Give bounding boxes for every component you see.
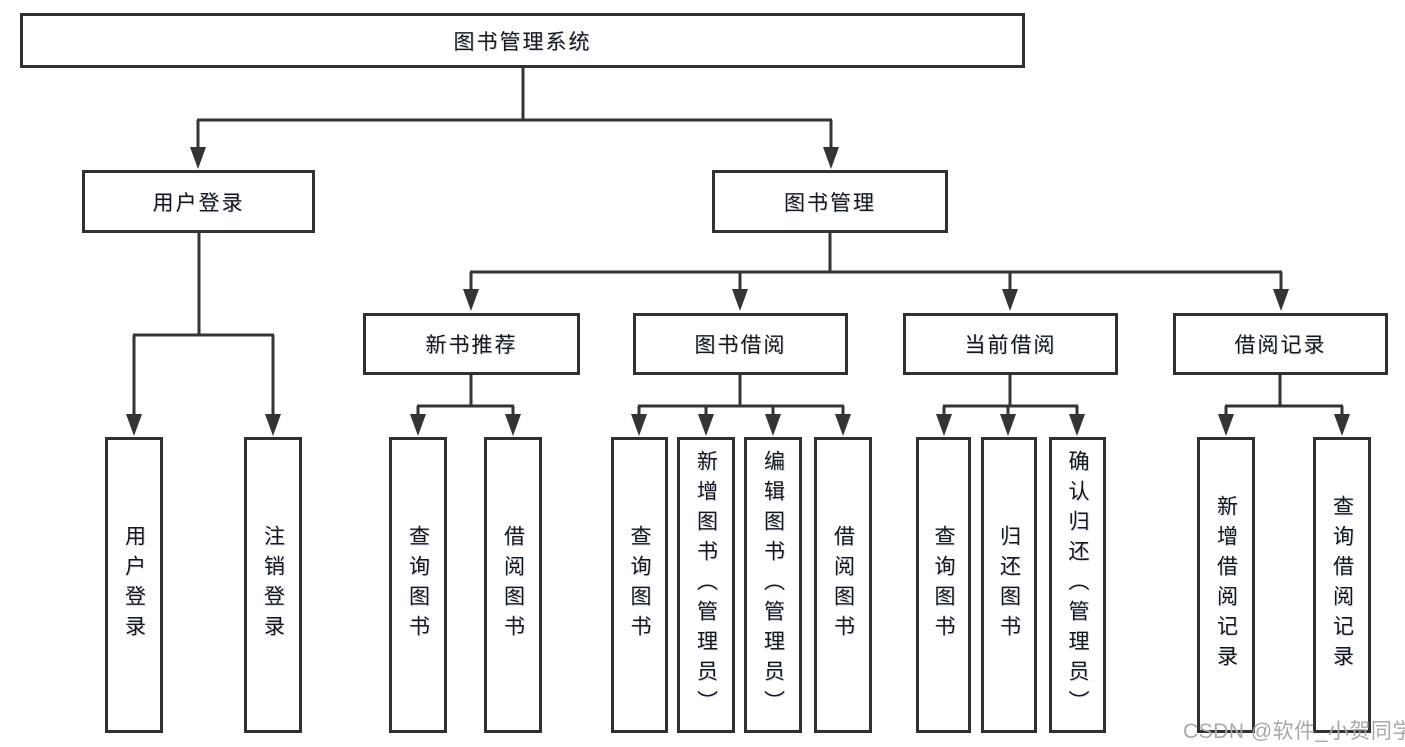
leaf-borrow-query-book-label: 查询图书: [628, 525, 651, 645]
leaf-current-query-book: 查询图书: [916, 437, 971, 733]
node-user-login-label: 用户登录: [152, 191, 245, 215]
leaf-edit-book-admin-label: 编辑图书（管理员）: [761, 450, 785, 720]
leaf-confirm-return-admin: 确认归还（管理员）: [1049, 437, 1106, 733]
leaf-add-book-admin: 新增图书（管理员）: [677, 437, 735, 733]
leaf-logout-label: 注销登录: [261, 525, 285, 645]
leaf-newbook-borrow-book: 借阅图书: [484, 437, 542, 733]
node-root: 图书管理系统: [20, 13, 1025, 68]
node-new-book-recommend: 新书推荐: [363, 313, 580, 375]
leaf-borrow-borrow-book: 借阅图书: [814, 437, 872, 733]
leaf-query-borrow-record-label: 查询借阅记录: [1330, 495, 1354, 675]
leaf-add-book-admin-label: 新增图书（管理员）: [694, 450, 718, 720]
leaf-user-login-label: 用户登录: [122, 525, 146, 645]
leaf-user-login: 用户登录: [105, 437, 163, 733]
node-borrow-record-label: 借阅记录: [1234, 334, 1327, 357]
leaf-edit-book-admin: 编辑图书（管理员）: [744, 437, 802, 733]
leaf-logout: 注销登录: [244, 437, 302, 733]
node-new-book-recommend-label: 新书推荐: [425, 334, 518, 357]
node-book-management-label: 图书管理: [784, 191, 876, 215]
node-root-label: 图书管理系统: [453, 30, 592, 54]
leaf-return-book-label: 归还图书: [997, 525, 1021, 645]
node-current-borrow-label: 当前借阅: [964, 334, 1057, 357]
node-book-borrow-label: 图书借阅: [694, 334, 787, 357]
node-book-borrow: 图书借阅: [633, 313, 848, 375]
node-borrow-record: 借阅记录: [1173, 313, 1388, 375]
leaf-newbook-query-book: 查询图书: [389, 437, 447, 733]
csdn-watermark: CSDN @软件_小贺同学: [1183, 720, 1405, 743]
leaf-newbook-borrow-book-label: 借阅图书: [501, 525, 525, 645]
leaf-add-borrow-record: 新增借阅记录: [1197, 437, 1255, 733]
leaf-confirm-return-admin-label: 确认归还（管理员）: [1066, 450, 1089, 720]
node-current-borrow: 当前借阅: [903, 313, 1118, 375]
leaf-query-borrow-record: 查询借阅记录: [1313, 437, 1371, 733]
node-book-management: 图书管理: [712, 170, 948, 233]
leaf-return-book: 归还图书: [981, 437, 1037, 733]
leaf-add-borrow-record-label: 新增借阅记录: [1214, 495, 1238, 675]
leaf-current-query-book-label: 查询图书: [932, 525, 955, 645]
leaf-newbook-query-book-label: 查询图书: [406, 525, 430, 645]
leaf-borrow-query-book: 查询图书: [611, 437, 668, 733]
leaf-borrow-borrow-book-label: 借阅图书: [831, 525, 855, 645]
node-user-login: 用户登录: [82, 170, 315, 233]
